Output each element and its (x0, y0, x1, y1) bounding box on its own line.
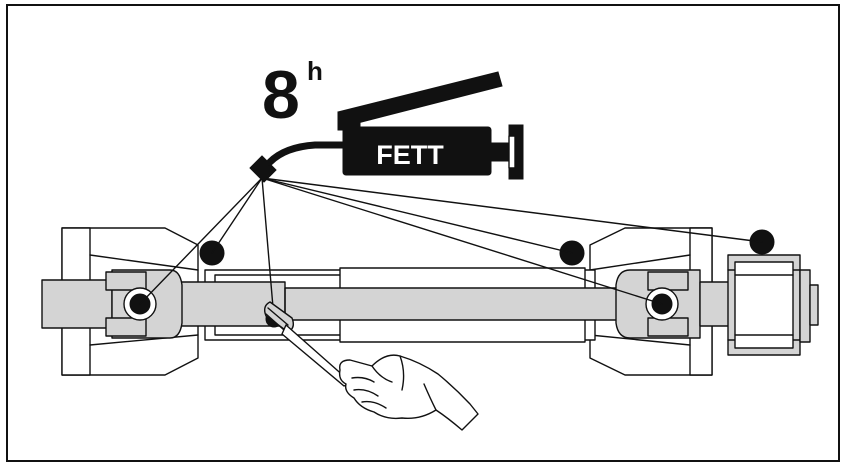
overload-clutch (727, 254, 819, 356)
right-universal-joint (615, 269, 731, 339)
left-universal-joint (41, 269, 183, 339)
leader-lines (139, 177, 763, 320)
brush-icon (263, 301, 349, 387)
grease-gun-icon (249, 71, 524, 183)
hand-illustration (338, 354, 479, 431)
lubrication-interval-unit: h (307, 56, 323, 86)
diagram-frame (6, 4, 840, 462)
drive-shaft (179, 281, 626, 327)
grease-label: FETT (376, 140, 444, 170)
lubrication-interval-value: 8 (262, 57, 300, 133)
